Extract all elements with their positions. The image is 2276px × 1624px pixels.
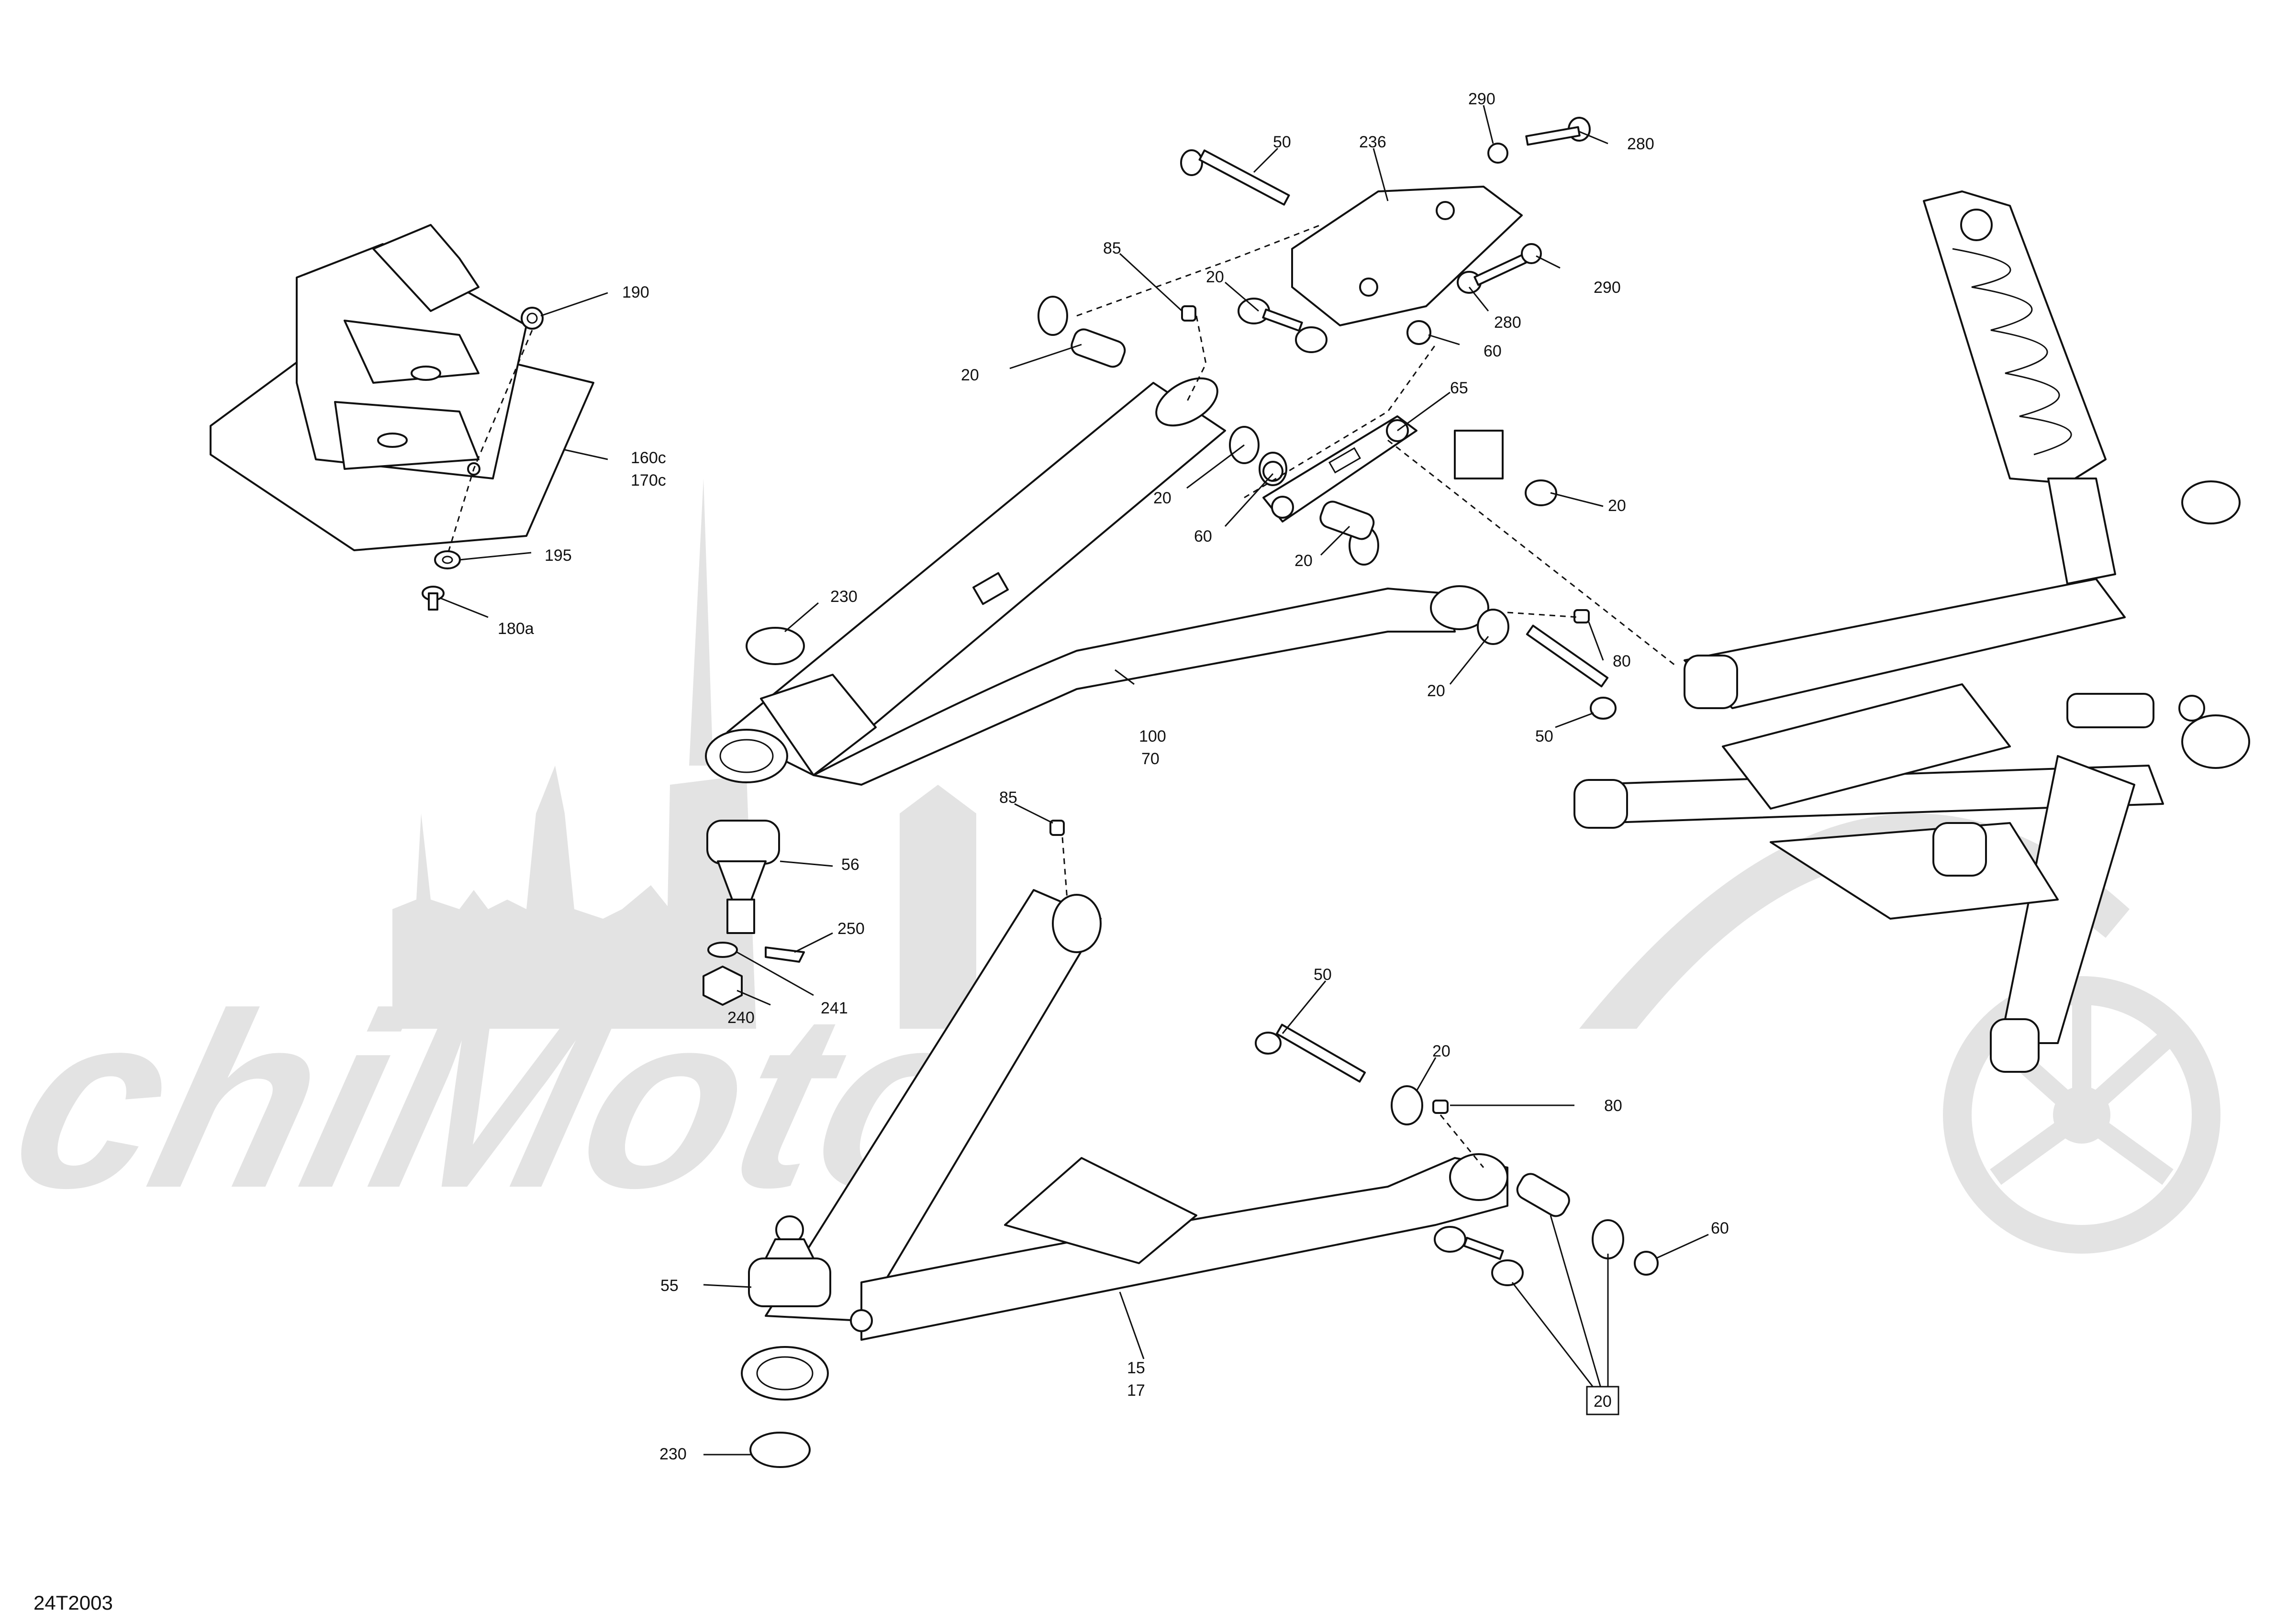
upper-a-arm <box>705 377 1489 786</box>
callout-60: 60 <box>1484 342 1502 360</box>
lower-a-arm <box>741 889 1508 1401</box>
washer-plate-20 <box>1238 298 1557 1286</box>
grease-fitting-85 <box>1049 305 1196 836</box>
callout-15: 15 <box>1127 1359 1145 1377</box>
callout-236: 236 <box>1359 133 1386 151</box>
callout-290: 290 <box>1594 278 1621 297</box>
ball-joint-56 <box>706 820 780 934</box>
callout-labels: 50 236 290 280 85 20 290 280 20 60 190 1… <box>498 90 1729 1463</box>
callout-55: 55 <box>660 1277 679 1295</box>
callout-20: 20 <box>1153 489 1171 507</box>
callout-20: 20 <box>1608 497 1626 515</box>
callout-230: 230 <box>830 588 858 606</box>
callout-190: 190 <box>622 283 649 301</box>
shock-absorber <box>1923 190 2116 585</box>
callout-100: 100 <box>1139 727 1166 745</box>
callout-85: 85 <box>999 789 1017 807</box>
cotter-pin-250 <box>765 946 805 963</box>
callout-195: 195 <box>545 546 572 565</box>
bolt-50 <box>1180 149 1617 1083</box>
callout-60: 60 <box>1711 1219 1729 1237</box>
assembled-suspension <box>1573 480 2250 1073</box>
callout-180a: 180a <box>498 620 534 638</box>
callout-20: 20 <box>1427 682 1445 700</box>
callout-20: 20 <box>1206 268 1224 286</box>
washer-195 <box>434 550 461 569</box>
callout-20: 20 <box>1432 1042 1450 1060</box>
callout-17: 17 <box>1127 1381 1145 1400</box>
bracket-236 <box>1291 186 1523 326</box>
callout-50: 50 <box>1273 133 1291 151</box>
callout-250: 250 <box>837 920 865 938</box>
link-plate-65 <box>1262 415 1417 523</box>
callout-85: 85 <box>1103 239 1121 257</box>
callout-240: 240 <box>727 1009 755 1027</box>
callout-60: 60 <box>1194 527 1212 545</box>
nut-190 <box>521 307 544 330</box>
callout-241: 241 <box>821 999 848 1017</box>
washer-241 <box>707 942 738 958</box>
callout-20: 20 <box>1594 1392 1612 1411</box>
callout-50: 50 <box>1535 727 1553 745</box>
callout-20: 20 <box>961 366 979 384</box>
leader-lines <box>440 105 1709 1456</box>
callout-170c: 170c <box>631 471 666 489</box>
nut-290 <box>1487 143 1542 264</box>
ball-joint-55 <box>748 1215 831 1307</box>
callout-65: 65 <box>1450 379 1468 397</box>
callout-80: 80 <box>1613 652 1631 670</box>
callout-230: 230 <box>659 1445 687 1463</box>
skid-plate <box>210 224 594 551</box>
grease-fitting-80 <box>1432 609 1590 1114</box>
callout-280: 280 <box>1627 135 1654 153</box>
bolt-180a <box>422 586 445 611</box>
nut-240 <box>703 966 743 1006</box>
retaining-ring-230a <box>746 627 805 665</box>
callout-70: 70 <box>1141 750 1160 768</box>
callout-50: 50 <box>1314 966 1332 984</box>
callout-160c: 160c <box>631 449 666 467</box>
callout-290: 290 <box>1468 90 1495 108</box>
retaining-ring-230b <box>749 1432 811 1468</box>
drawing-id: 24T2003 <box>33 1591 113 1614</box>
callout-56: 56 <box>841 856 859 874</box>
callout-80: 80 <box>1604 1097 1622 1115</box>
callout-20: 20 <box>1294 552 1313 570</box>
callout-20-box <box>1586 1386 1619 1415</box>
callout-280: 280 <box>1494 313 1521 332</box>
